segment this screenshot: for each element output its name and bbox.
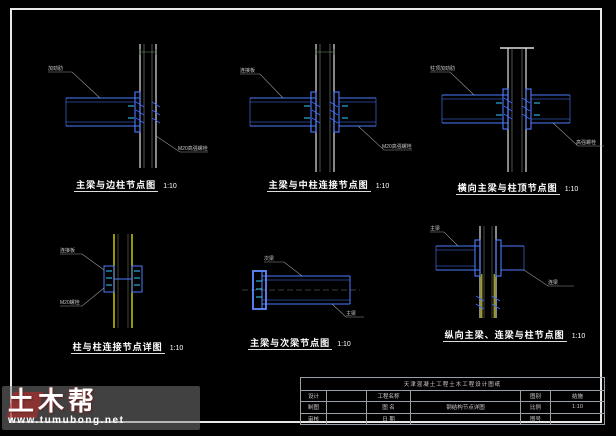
title-block-cell: 钢结构节点详图 [410,401,521,414]
title-block-cell [549,412,606,426]
view-beam-center-column: 连接板 M20高强螺栓 主梁与中柱连接节点图 1:10 [238,40,418,193]
watermark-logo: 土木帮 [8,386,99,416]
title-block-cell: 图号 [520,412,551,426]
title-block-cell: 审核 [300,412,327,426]
annotation-text: M20螺栓 [60,299,80,306]
annotation-text: 次梁 [264,255,274,262]
beam-center-column-drawing: 连接板 M20高强螺栓 [240,44,412,172]
view-label: 纵向主梁、连梁与柱节点图 1:10 [428,325,600,343]
annotation-text: 柱顶加劲肋 [430,65,455,72]
watermark-url: www.tumubong.net [8,415,125,426]
view-label: 横向主梁与柱顶节点图 1:10 [428,178,606,196]
annotation-text: M20高强螺栓 [178,145,208,152]
title-block-header: 天津混凝土工程土木工程设计图纸 [299,377,606,391]
view-title: 主梁与中柱连接节点图 [266,180,371,192]
view-title: 主梁与边柱节点图 [74,180,159,192]
view-title: 纵向主梁、连梁与柱节点图 [442,330,567,342]
view-beam-edge-column: 加劲肋 M20高强螺栓 主梁与边柱节点图 1:10 [38,40,213,193]
title-block-cell [326,412,367,426]
view-label: 主梁与中柱连接节点图 1:10 [238,175,418,193]
view-label: 主梁与边柱节点图 1:10 [38,175,213,193]
title-block-cell: 图别 [520,389,551,403]
title-block-table: 天津混凝土工程土木工程设计图纸 设计 工程名称 图别 结施 制图 图 名 钢结构… [299,377,606,426]
view-title: 主梁与次梁节点图 [248,338,333,350]
annotation-text: 加劲肋 [48,65,63,72]
title-block-cell: 制图 [300,401,327,414]
title-block-cell: 图 名 [366,401,411,414]
view-label: 柱与柱连接节点详图 1:10 [52,337,202,355]
view-scale: 1:10 [375,183,390,190]
title-block-cell [410,389,521,403]
view-longitudinal-beam-column: 主梁 连梁 纵向主梁、连梁与柱节点图 1:10 [428,222,600,343]
title-block-cell: 工程名称 [366,389,411,403]
annotation-text: 主梁 [346,310,356,317]
annotation-text: 主梁 [430,225,440,232]
view-title: 横向主梁与柱顶节点图 [455,183,560,195]
beam-column-top-drawing: 柱顶加劲肋 高强螺栓 [430,47,604,172]
annotation-text: 高强螺栓 [576,139,596,146]
view-scale: 1:10 [169,345,184,352]
view-scale: 1:10 [564,186,579,193]
annotation-text: 连接板 [240,67,255,74]
view-title: 柱与柱连接节点详图 [70,342,165,354]
title-block-cell: 比例 [520,401,551,414]
annotation-text: M20高强螺栓 [382,143,412,150]
title-block-cell [326,401,367,414]
title-block-cell: 设计 [300,389,327,403]
view-scale: 1:10 [571,333,586,340]
annotation-text: 连梁 [548,279,558,286]
watermark: 土木帮 www.tumubong.net [2,386,200,430]
view-column-splice: 连接板 M20螺栓 柱与柱连接节点详图 1:10 [52,228,202,355]
annotation-text: 连接板 [60,247,75,254]
view-scale: 1:10 [163,183,177,190]
title-block: 天津混凝土工程土木工程设计图纸 设计 工程名称 图别 结施 制图 图 名 钢结构… [299,377,606,426]
view-beam-column-top: 柱顶加劲肋 高强螺栓 横向主梁与柱顶节点图 1:10 [428,40,606,196]
title-block-cell [326,389,367,403]
view-scale: 1:10 [337,341,351,348]
view-beam-secondary-beam: 次梁 主梁 主梁与次梁节点图 1:10 [232,250,367,351]
longitudinal-beam-column-drawing: 主梁 连梁 [430,225,574,318]
view-label: 主梁与次梁节点图 1:10 [232,333,367,351]
title-block-cell [410,412,521,426]
title-block-cell: 结施 [549,389,606,403]
beam-edge-column-drawing: 加劲肋 M20高强螺栓 [48,44,208,168]
title-block-cell: 日 期 [366,412,411,426]
column-splice-drawing: 连接板 M20螺栓 [60,234,143,328]
beam-secondary-beam-drawing: 次梁 主梁 [242,255,364,318]
title-block-cell: 1:10 [549,401,606,414]
